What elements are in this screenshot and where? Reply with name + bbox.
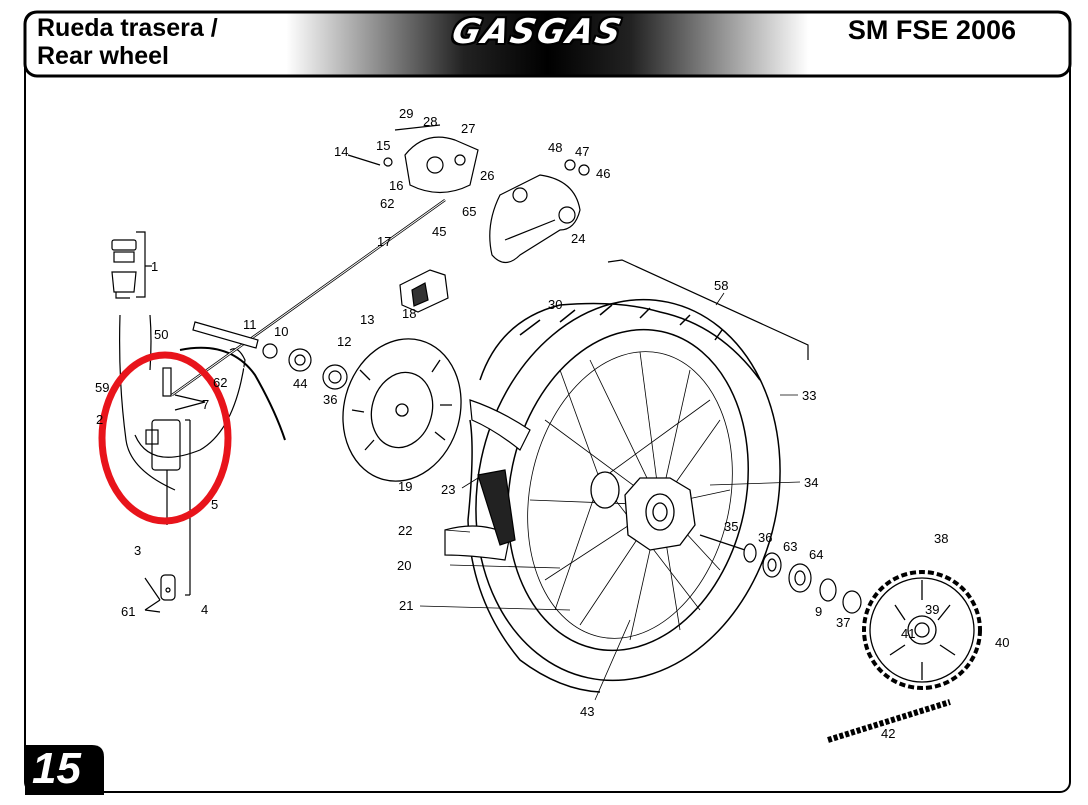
brake-caliper [347,124,479,194]
part-label: 10 [274,324,288,339]
part-label: 50 [154,327,168,342]
part-label: 22 [398,523,412,538]
part-label: 43 [580,704,594,719]
rear-sprocket [862,570,982,690]
chain [827,699,951,743]
group-bracket [607,259,809,360]
part-label: 45 [432,224,446,239]
part-label: 18 [402,306,416,321]
leader-lines [419,292,801,701]
part-label: 14 [334,144,348,159]
part-label: 17 [377,234,391,249]
part-label: 11 [243,317,257,332]
brake-hose [179,346,286,441]
part-label: 62 [380,196,394,211]
part-label: 46 [596,166,610,181]
part-label: 1 [151,259,158,274]
master-cylinder-group [111,231,246,613]
part-label: 15 [376,138,390,153]
part-label: 21 [399,598,413,613]
part-label: 34 [804,475,818,490]
spacers-and-bearings [699,534,862,614]
page-number-tab [25,745,104,795]
part-label: 4 [201,602,208,617]
part-label: 29 [399,106,413,121]
axle [192,321,348,390]
brand-logo: GASGAS [448,12,627,52]
part-label: 58 [714,278,728,293]
page-title-spanish: Rueda trasera / [37,14,218,42]
part-labels: 1 2 3 4 5 7 9 10 11 12 13 14 15 16 17 18… [95,106,1009,741]
part-label: 36 [758,530,772,545]
part-label: 7 [202,397,209,412]
part-label: 44 [293,376,307,391]
part-label: 39 [925,602,939,617]
part-label: 19 [398,479,412,494]
part-label: 38 [934,531,948,546]
part-label: 33 [802,388,816,403]
part-label: 36 [323,392,337,407]
part-label: 41 [901,626,915,641]
part-label: 62 [213,375,227,390]
part-label: 2 [96,412,103,427]
caliper-bracket [489,159,590,264]
brake-pads [399,269,449,313]
part-label: 63 [783,539,797,554]
hub [590,471,696,551]
part-label: 61 [121,604,135,619]
part-label: 16 [389,178,403,193]
part-label: 40 [995,635,1009,650]
part-label: 64 [809,547,823,562]
part-label: 20 [397,558,411,573]
part-label: 42 [881,726,895,741]
brake-disc [342,338,462,482]
part-label: 23 [441,482,455,497]
model-name: SM FSE 2006 [847,15,1016,45]
part-label: 28 [423,114,437,129]
part-label: 12 [337,334,351,349]
page-title-english: Rear wheel [37,42,170,70]
rear-tyre [467,298,781,693]
page-number: 15 [32,744,81,793]
header-box [23,10,1072,78]
highlight-circle [98,351,232,525]
part-label: 9 [815,604,822,619]
part-label: 47 [575,144,589,159]
part-label: 24 [571,231,585,246]
part-label: 37 [836,615,850,630]
part-label: 30 [548,297,562,312]
part-label: 13 [360,312,374,327]
part-label: 59 [95,380,109,395]
part-label: 35 [724,519,738,534]
part-label: 3 [134,543,141,558]
part-label: 26 [480,168,494,183]
part-label: 48 [548,140,562,155]
tube-and-tape [444,399,531,561]
part-label: 65 [462,204,476,219]
part-label: 27 [461,121,475,136]
part-label: 5 [211,497,218,512]
